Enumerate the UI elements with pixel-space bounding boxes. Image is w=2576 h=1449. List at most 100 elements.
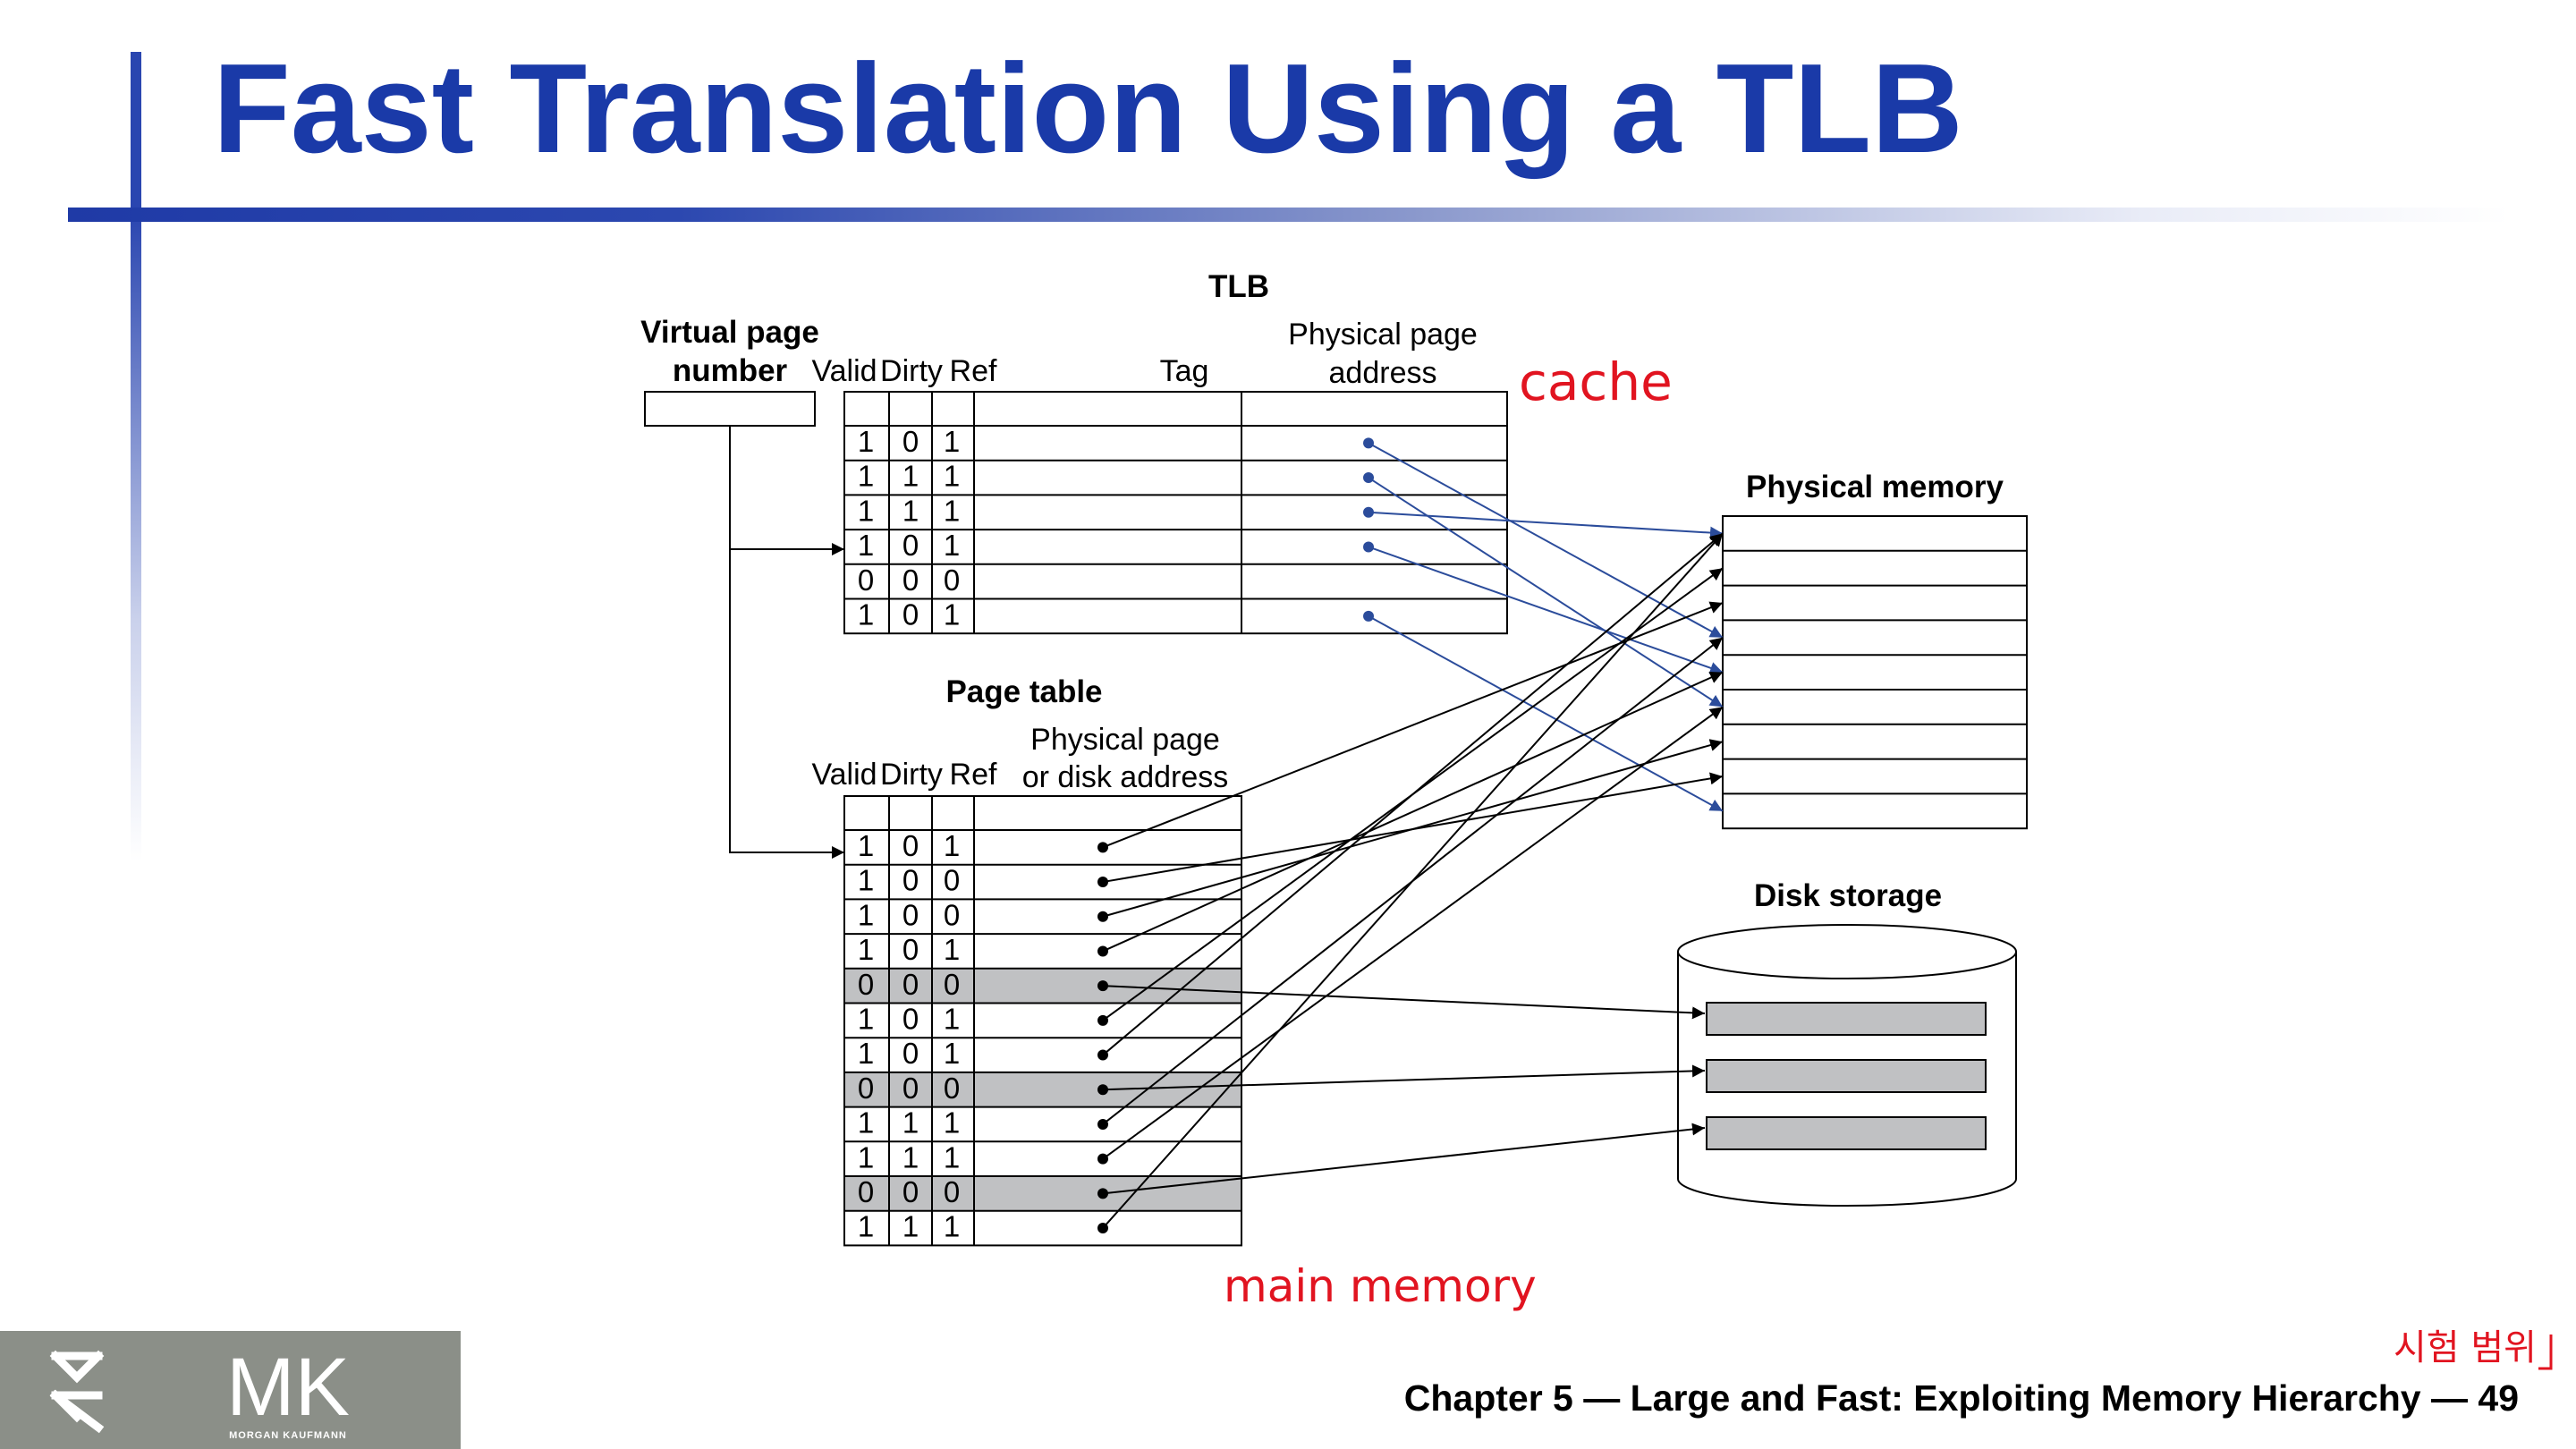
vpn-label-1: Virtual page: [640, 315, 819, 350]
pt-bit: 1: [902, 1210, 919, 1243]
pt-bit: 1: [944, 1037, 960, 1070]
publisher-logo: MK MORGAN KAUFMANN: [0, 1331, 461, 1449]
tlb-col-ref: Ref: [950, 354, 997, 388]
tlb-bit: 0: [902, 529, 919, 562]
pt-bit: 1: [944, 933, 960, 966]
pt-col-addr-1: Physical page: [1030, 723, 1220, 757]
pt-bit: 0: [902, 1072, 919, 1105]
pt-shaded-row: [844, 1176, 1241, 1211]
tlb-bit: 1: [944, 529, 960, 562]
logo-rotated-mark-2: [49, 1389, 105, 1434]
tlb-bit: 1: [902, 494, 919, 527]
tlb-to-memory-arrow: [1368, 442, 1724, 639]
tlb-bit: 1: [902, 460, 919, 493]
vpn-box: [644, 391, 816, 427]
pagetable-to-disk-arrow: [1102, 1064, 1706, 1091]
main-memory-annotation: main memory: [1224, 1260, 1537, 1312]
tlb-bit: 1: [858, 460, 874, 493]
pt-bit: 0: [858, 1072, 874, 1105]
tlb-bit: 1: [944, 425, 960, 458]
pt-bit: 0: [902, 898, 919, 931]
tlb-bit: 0: [902, 425, 919, 458]
pt-bit: 1: [902, 1106, 919, 1140]
pt-bit: 1: [858, 1140, 874, 1174]
pt-bit: 0: [944, 1072, 960, 1105]
pt-col-dirty: Dirty: [880, 758, 943, 792]
pagetable-to-memory-arrow: [1102, 671, 1724, 953]
disk-storage-title: Disk storage: [1754, 878, 1942, 913]
pt-bit: 0: [944, 1175, 960, 1208]
pt-bit: 0: [902, 933, 919, 966]
pagetable-to-memory-arrow: [1102, 706, 1724, 1160]
pt-bit: 1: [858, 898, 874, 931]
accent-vertical-bar: [131, 52, 141, 861]
tlb-col-addr-1: Physical page: [1288, 318, 1478, 352]
page-table-title: Page table: [945, 674, 1102, 709]
pt-bit: 0: [902, 1003, 919, 1036]
pt-bit: 0: [902, 1037, 919, 1070]
pagetable-to-memory-arrow: [1102, 532, 1724, 1056]
tlb-bit: 1: [944, 494, 960, 527]
disk-top: [1677, 924, 2017, 979]
pagetable-to-disk-arrow: [1102, 1123, 1706, 1195]
pt-bit: 1: [858, 1037, 874, 1070]
tlb-to-memory-arrow: [1368, 614, 1724, 812]
slide-title: Fast Translation Using a TLB: [213, 38, 1963, 180]
cache-annotation: cache: [1519, 352, 1673, 412]
translation-arrows: [1102, 442, 1724, 1229]
vpn-to-pagetable-arrow: [729, 426, 844, 859]
slide-footer: Chapter 5 — Large and Fast: Exploiting M…: [1403, 1377, 2519, 1419]
tlb-to-memory-arrow: [1368, 546, 1724, 674]
tlb-col-dirty: Dirty: [880, 354, 943, 388]
disk-slot: [1706, 1116, 1987, 1150]
pt-bit: 0: [858, 1175, 874, 1208]
pt-bit: 0: [944, 968, 960, 1001]
pt-bit: 1: [858, 1210, 874, 1243]
pagetable-to-disk-arrow: [1102, 985, 1706, 1020]
physical-memory-title: Physical memory: [1746, 470, 2004, 504]
pt-col-ref: Ref: [950, 758, 997, 792]
pt-bit: 0: [944, 898, 960, 931]
pt-bit: 0: [944, 864, 960, 897]
tlb-bit: 0: [902, 564, 919, 597]
pt-bit: 1: [944, 829, 960, 862]
tlb-title: TLB: [1208, 269, 1269, 304]
pt-shaded-row: [844, 1072, 1241, 1107]
accent-horizontal-bar: [68, 208, 2510, 222]
tlb-col-tag: Tag: [1160, 354, 1209, 388]
tlb-bit: 0: [858, 564, 874, 597]
pt-bit: 0: [858, 968, 874, 1001]
pt-bit: 1: [944, 1210, 960, 1243]
pt-bit: 1: [858, 1003, 874, 1036]
logo-letters: MK: [226, 1342, 350, 1433]
vpn-index-arrows: [729, 426, 844, 859]
pt-bit: 0: [902, 1175, 919, 1208]
logo-publisher: MORGAN KAUFMANN: [229, 1430, 347, 1441]
disk-slot: [1706, 1059, 1987, 1093]
tlb-bit: 1: [944, 598, 960, 631]
pagetable-to-memory-arrow: [1102, 739, 1724, 918]
tlb-bit: 0: [944, 564, 960, 597]
tlb-bit: 0: [902, 598, 919, 631]
tlb-col-addr-2: address: [1329, 356, 1437, 390]
tlb-bit: 1: [858, 425, 874, 458]
pt-bit: 0: [902, 968, 919, 1001]
vpn-label-2: number: [673, 353, 788, 388]
pt-bit: 1: [944, 1140, 960, 1174]
pt-bit: 0: [902, 864, 919, 897]
tlb-to-memory-arrow: [1368, 511, 1724, 539]
pt-bit: 1: [902, 1140, 919, 1174]
tlb-col-valid: Valid: [811, 354, 877, 388]
pt-shaded-row: [844, 968, 1241, 1004]
pagetable-to-memory-arrow: [1102, 532, 1724, 1229]
pt-bit: 0: [902, 829, 919, 862]
disk-slot: [1706, 1002, 1987, 1036]
pt-bit: 1: [858, 829, 874, 862]
pt-bit: 1: [944, 1106, 960, 1140]
exam-bracket-mark: [2538, 1335, 2553, 1370]
pt-col-valid: Valid: [811, 758, 877, 792]
disk-storage: [1677, 924, 2017, 1207]
